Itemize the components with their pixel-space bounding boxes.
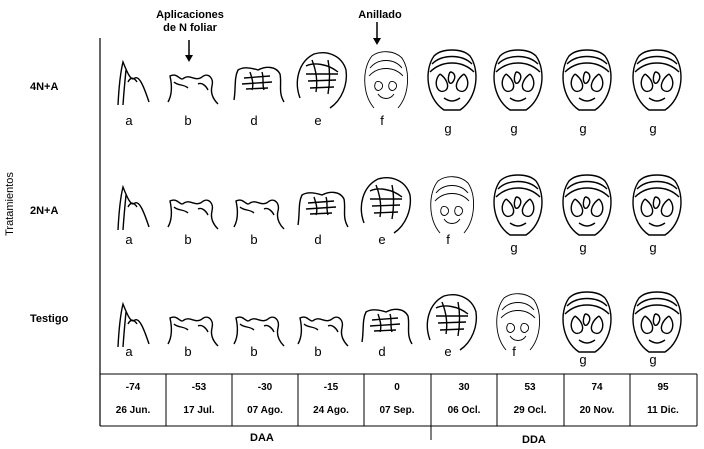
timeline-days: 30: [431, 381, 497, 394]
timeline-date: 29 Ocl.: [497, 404, 563, 417]
timeline-date: 07 Sep.: [364, 404, 430, 417]
bud-r2-c1: [118, 187, 149, 230]
row-label-2n: 2N+A: [30, 205, 58, 217]
bud-r2-c2: [168, 200, 218, 229]
bud-r3-c6: [427, 295, 476, 350]
bud-r3-c3: [234, 317, 284, 346]
stage-letter: g: [573, 240, 593, 255]
stage-letter: g: [643, 121, 663, 136]
bud-r2-c3: [234, 200, 284, 229]
stage-letter: f: [438, 232, 458, 247]
stage-letter: b: [244, 344, 264, 359]
stage-letter: g: [643, 240, 663, 255]
bud-r3-c9: [633, 292, 681, 352]
stage-letter: e: [438, 344, 458, 359]
bud-r2-c6: [431, 177, 474, 233]
stage-letter: b: [178, 344, 198, 359]
bud-r1-c4: [297, 53, 346, 108]
bud-r1-c5: [365, 52, 408, 108]
timeline-date: 17 Jul.: [166, 404, 232, 417]
stage-letter: d: [308, 232, 328, 247]
timeline-days: -30: [232, 381, 298, 394]
anillado-annotation: Anillado: [340, 9, 420, 22]
timeline-date: 07 Ago.: [232, 404, 298, 417]
bud-r2-c5: [361, 178, 410, 233]
bud-r3-c5: [362, 309, 412, 344]
stage-letter: b: [244, 232, 264, 247]
stage-letter: a: [119, 344, 139, 359]
bud-r2-c9: [633, 175, 681, 235]
dda-label: DDA: [522, 434, 546, 446]
row-label-testigo: Testigo: [30, 313, 68, 325]
foliar-arrow-head: [185, 55, 193, 62]
stage-letter: d: [244, 113, 264, 128]
stage-letter: g: [573, 121, 593, 136]
stage-letter: e: [308, 113, 328, 128]
bud-r3-c7: [497, 294, 540, 350]
stage-letter: a: [119, 232, 139, 247]
stage-letter: f: [372, 113, 392, 128]
bud-r1-c3: [234, 67, 284, 102]
timeline-days: -53: [166, 381, 232, 394]
bud-r2-c8: [563, 175, 611, 235]
timeline-days: 0: [364, 381, 430, 394]
timeline-date: 20 Nov.: [564, 404, 630, 417]
stage-letter: e: [372, 232, 392, 247]
anillado-arrow-head: [373, 38, 381, 45]
timeline-date: 26 Jun.: [100, 404, 166, 417]
bud-r1-c2: [168, 75, 218, 104]
stage-letter: a: [119, 113, 139, 128]
bud-r3-c4: [298, 317, 348, 346]
foliar-annotation: Aplicaciones de N foliar: [146, 9, 234, 35]
stage-letter: d: [372, 344, 392, 359]
stage-letter: g: [438, 121, 458, 136]
bud-r3-c1: [118, 304, 149, 347]
stage-letter: g: [643, 352, 663, 367]
bud-r3-c8: [563, 292, 611, 352]
bud-r1-c7: [494, 50, 542, 110]
y-axis-label: Tratamientos: [4, 172, 16, 236]
bud-r1-c8: [563, 50, 611, 110]
timeline-days: 95: [630, 381, 696, 394]
timeline-days: -74: [100, 381, 166, 394]
bud-r2-c7: [494, 175, 542, 235]
timeline-date: 24 Ago.: [298, 404, 364, 417]
stage-letter: g: [573, 352, 593, 367]
timeline-days: 74: [564, 381, 630, 394]
stage-letter: f: [504, 344, 524, 359]
bud-r1-c6: [428, 50, 476, 110]
stage-letter: b: [178, 232, 198, 247]
stage-letter: b: [308, 344, 328, 359]
bud-r2-c4: [298, 192, 348, 227]
timeline-days: -15: [298, 381, 364, 394]
stage-letter: b: [178, 113, 198, 128]
bud-r1-c1: [118, 62, 149, 105]
timeline-days: 53: [497, 381, 563, 394]
row-label-4n: 4N+A: [30, 81, 58, 93]
daa-label: DAA: [250, 432, 274, 444]
timeline-date: 06 Ocl.: [431, 404, 497, 417]
bud-r1-c9: [633, 50, 681, 110]
stage-letter: g: [504, 240, 524, 255]
bud-r3-c2: [168, 317, 218, 346]
stage-letter: g: [504, 121, 524, 136]
timeline-date: 11 Dic.: [630, 404, 696, 417]
